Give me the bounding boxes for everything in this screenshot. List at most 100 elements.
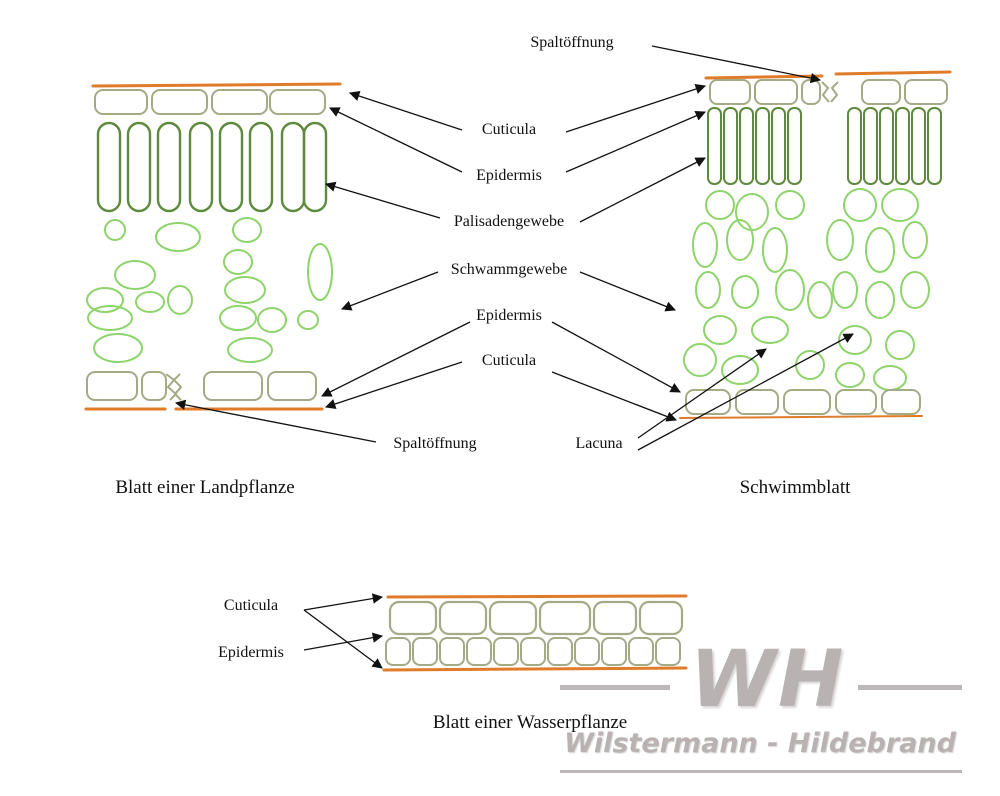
label-arrow [565,110,706,173]
spongy-cell [762,227,788,273]
stoma-guard-cell [165,373,178,401]
palisade-cell [847,107,862,185]
label-schwammgewebe: Schwammgewebe [450,261,568,278]
spongy-cell [807,281,833,319]
epidermis-cell [538,600,592,636]
water-leaf-diagram [382,594,688,672]
palisade-cell [248,121,274,213]
spongy-cell [114,260,156,290]
epidermis-cell [412,637,438,666]
label-arrow [174,399,377,443]
label-spaltoeffnung-bottom: Spaltöffnung [393,435,477,452]
spongy-cell [155,222,201,252]
label-arrow [349,90,463,131]
spongy-cell [865,281,895,319]
label-arrow [303,593,384,611]
land-leaf-diagram [84,82,342,411]
spongy-cell [232,217,262,243]
epidermis-cell [385,637,411,666]
spongy-cell [832,271,858,309]
label-arrow [341,271,439,311]
stoma-guard-cell [830,81,839,103]
palisade-cell [927,107,942,185]
palisade-cell [755,107,770,185]
label-arrows [174,45,854,669]
upper-cuticle [91,82,342,88]
spongy-cell [775,190,805,220]
palisade-cell [771,107,786,185]
label-palisadengewebe: Palisadengewebe [453,213,565,230]
spongy-cell [843,188,877,222]
upper-epidermis-cell [801,79,821,105]
spongy-cell [726,219,754,261]
spongy-cell [731,275,759,309]
spongy-cell [135,291,165,313]
label-water-epidermis: Epidermis [218,644,284,661]
label-arrow [637,333,854,451]
lower-epidermis-cell [735,389,779,415]
label-arrow [325,181,441,219]
spongy-cell [104,219,126,241]
epidermis-cell [488,600,538,636]
caption-schwimmblatt: Schwimmblatt [739,477,851,498]
label-arrow [329,107,463,173]
palisade-cell [280,121,306,213]
label-lacuna: Lacuna [575,435,623,452]
spongy-cell [219,305,257,331]
spongy-cell [795,350,825,380]
watermark-line-left [560,685,670,690]
epidermis-cell [655,637,681,666]
spongy-cell [835,362,865,388]
epidermis-cell [592,600,638,636]
spongy-cell [695,271,721,309]
spongy-cell [227,337,273,363]
label-arrow [579,271,676,312]
epidermis-cell [388,600,438,636]
epidermis-cell [638,600,684,636]
caption-wasserpflanze: Blatt einer Wasserpflanze [432,712,628,733]
upper-epidermis-cell [211,89,268,115]
lower-epidermis-cell [783,389,831,415]
spongy-cell [257,307,287,333]
label-arrow [303,609,383,669]
upper-epidermis-cell [904,79,948,105]
spongy-cell [307,243,333,301]
palisade-cell [156,121,182,213]
spongy-cell [705,190,735,220]
spongy-cell [900,271,930,309]
spongy-cell [692,222,718,268]
label-epidermis-lower: Epidermis [476,307,542,324]
palisade-cell [787,107,802,185]
epidermis-cell [466,637,492,666]
label-arrow [325,361,463,409]
label-arrow [303,632,384,651]
spongy-cell [297,310,319,330]
epidermis-cell [601,637,627,666]
lower-epidermis-cell [685,389,731,415]
spongy-cell [838,325,872,355]
lower-cuticle [679,415,923,419]
epidermis-cell [628,637,654,666]
epidermis-cell [547,637,573,666]
lower-epidermis-cell [86,371,138,401]
lower-epidermis-cell [881,389,921,415]
spongy-cell [86,287,124,313]
palisade-cell [911,107,926,185]
label-spaltoeffnung-top: Spaltöffnung [530,34,614,51]
upper-epidermis-cell [754,79,798,105]
label-arrow [637,348,767,439]
lower-epidermis-cell [141,371,167,401]
label-arrow [651,45,822,84]
spongy-cell [826,219,854,261]
upper-epidermis-cell [709,79,751,105]
epidermis-cell [493,637,519,666]
floating-leaf-diagram [679,70,952,419]
spongy-cell [885,330,915,360]
epidermis-cell [439,637,465,666]
spongy-cell [873,365,907,391]
caption-landpflanze: Blatt einer Landpflanze [115,477,295,498]
watermark-logo: WH [690,635,846,725]
spongy-cell [167,285,193,315]
